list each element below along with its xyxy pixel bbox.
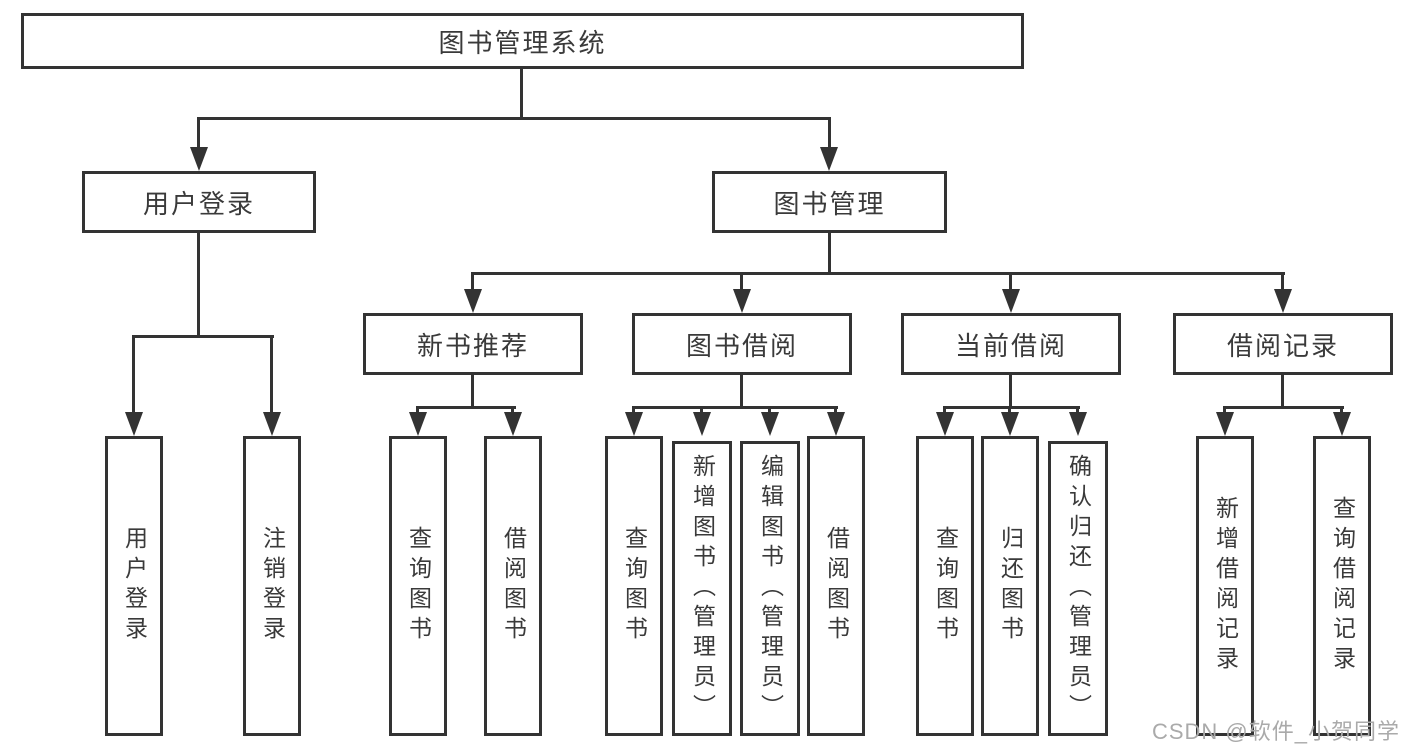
connector-line: [834, 406, 837, 416]
node-label: 当前借阅: [954, 330, 1067, 361]
arrowhead-down: [1216, 412, 1234, 436]
arrowhead-down: [1001, 412, 1019, 436]
node-borrowing-records: 借阅记录: [1173, 313, 1393, 375]
connector-line: [768, 406, 771, 416]
node-label: 图书管理: [773, 188, 886, 219]
node-new-book-recommend: 新书推荐: [363, 313, 583, 375]
arrowhead-down: [190, 147, 208, 171]
connector-level3-branch: [471, 272, 1285, 275]
connector-line: [1340, 406, 1343, 416]
leaf-return-book: 归还图书: [981, 436, 1039, 736]
leaf-logout: 注销登录: [243, 436, 301, 736]
connector-line: [132, 335, 135, 415]
connector-line: [1009, 272, 1012, 292]
connector-line: [416, 406, 419, 416]
arrowhead-down: [263, 412, 281, 436]
node-label: 查询借阅记录: [1329, 496, 1356, 676]
node-book-management: 图书管理: [712, 171, 947, 233]
connector-group-stem: [471, 375, 474, 407]
node-label: 确认归还（管理员）: [1065, 453, 1092, 724]
leaf-query-book: 查询图书: [389, 436, 447, 736]
arrowhead-down: [409, 412, 427, 436]
connector-group-branch: [1223, 406, 1344, 409]
arrowhead-down: [125, 412, 143, 436]
leaf-query-book: 查询图书: [916, 436, 974, 736]
node-label: 查询图书: [405, 526, 432, 646]
arrowhead-down: [1333, 412, 1351, 436]
arrowhead-down: [504, 412, 522, 436]
connector-line: [471, 272, 474, 292]
arrowhead-down: [464, 289, 482, 313]
connector-line: [632, 406, 635, 416]
node-label: 查询图书: [621, 526, 648, 646]
connector-line: [197, 117, 200, 150]
connector-line: [1008, 406, 1011, 416]
arrowhead-down: [733, 289, 751, 313]
connector-userlogin-stem: [197, 233, 200, 336]
connector-line: [700, 406, 703, 416]
leaf-edit-book-admin: 编辑图书（管理员）: [740, 441, 800, 736]
connector-line: [1281, 272, 1284, 292]
connector-line: [270, 335, 273, 415]
node-label: 注销登录: [259, 526, 286, 646]
leaf-borrow-book: 借阅图书: [484, 436, 542, 736]
leaf-add-borrow-record: 新增借阅记录: [1196, 436, 1254, 736]
connector-group-branch: [943, 406, 1080, 409]
node-book-borrowing: 图书借阅: [632, 313, 852, 375]
leaf-confirm-return-admin: 确认归还（管理员）: [1048, 441, 1108, 736]
arrowhead-down: [820, 147, 838, 171]
leaf-query-borrow-record: 查询借阅记录: [1313, 436, 1371, 736]
connector-level1-branch: [197, 117, 831, 120]
node-label: 图书管理系统: [438, 27, 607, 58]
leaf-query-book: 查询图书: [605, 436, 663, 736]
csdn-watermark: CSDN @软件_小贺同学: [1151, 719, 1400, 744]
connector-group-branch: [416, 406, 516, 409]
node-label: 新增图书（管理员）: [689, 453, 716, 724]
node-label: 借阅记录: [1226, 330, 1339, 361]
connector-line: [740, 272, 743, 292]
node-label: 新增借阅记录: [1212, 496, 1239, 676]
node-label: 图书借阅: [685, 330, 798, 361]
node-label: 归还图书: [997, 526, 1024, 646]
connector-bookmgmt-stem: [828, 233, 831, 273]
connector-line: [1223, 406, 1226, 416]
node-label: 借阅图书: [823, 526, 850, 646]
node-label: 编辑图书（管理员）: [757, 453, 784, 724]
connector-group-stem: [740, 375, 743, 407]
connector-userlogin-branch: [132, 335, 274, 338]
node-label: 用户登录: [121, 526, 148, 646]
arrowhead-down: [625, 412, 643, 436]
connector-line: [511, 406, 514, 416]
node-current-borrowing: 当前借阅: [901, 313, 1121, 375]
leaf-add-book-admin: 新增图书（管理员）: [672, 441, 732, 736]
connector-root-stem: [520, 69, 523, 118]
connector-line: [1076, 406, 1079, 416]
arrowhead-down: [1069, 412, 1087, 436]
arrowhead-down: [1274, 289, 1292, 313]
node-system-root: 图书管理系统: [21, 13, 1024, 69]
connector-group-branch: [632, 406, 838, 409]
node-label: 查询图书: [932, 526, 959, 646]
node-user-login: 用户登录: [82, 171, 316, 233]
leaf-borrow-book: 借阅图书: [807, 436, 865, 736]
arrowhead-down: [936, 412, 954, 436]
arrowhead-down: [1002, 289, 1020, 313]
node-label: 借阅图书: [500, 526, 527, 646]
leaf-user-login: 用户登录: [105, 436, 163, 736]
connector-group-stem: [1009, 375, 1012, 407]
node-label: 新书推荐: [416, 330, 529, 361]
arrowhead-down: [827, 412, 845, 436]
connector-group-stem: [1281, 375, 1284, 407]
connector-line: [828, 117, 831, 150]
node-label: 用户登录: [142, 188, 255, 219]
connector-line: [943, 406, 946, 416]
arrowhead-down: [761, 412, 779, 436]
arrowhead-down: [693, 412, 711, 436]
